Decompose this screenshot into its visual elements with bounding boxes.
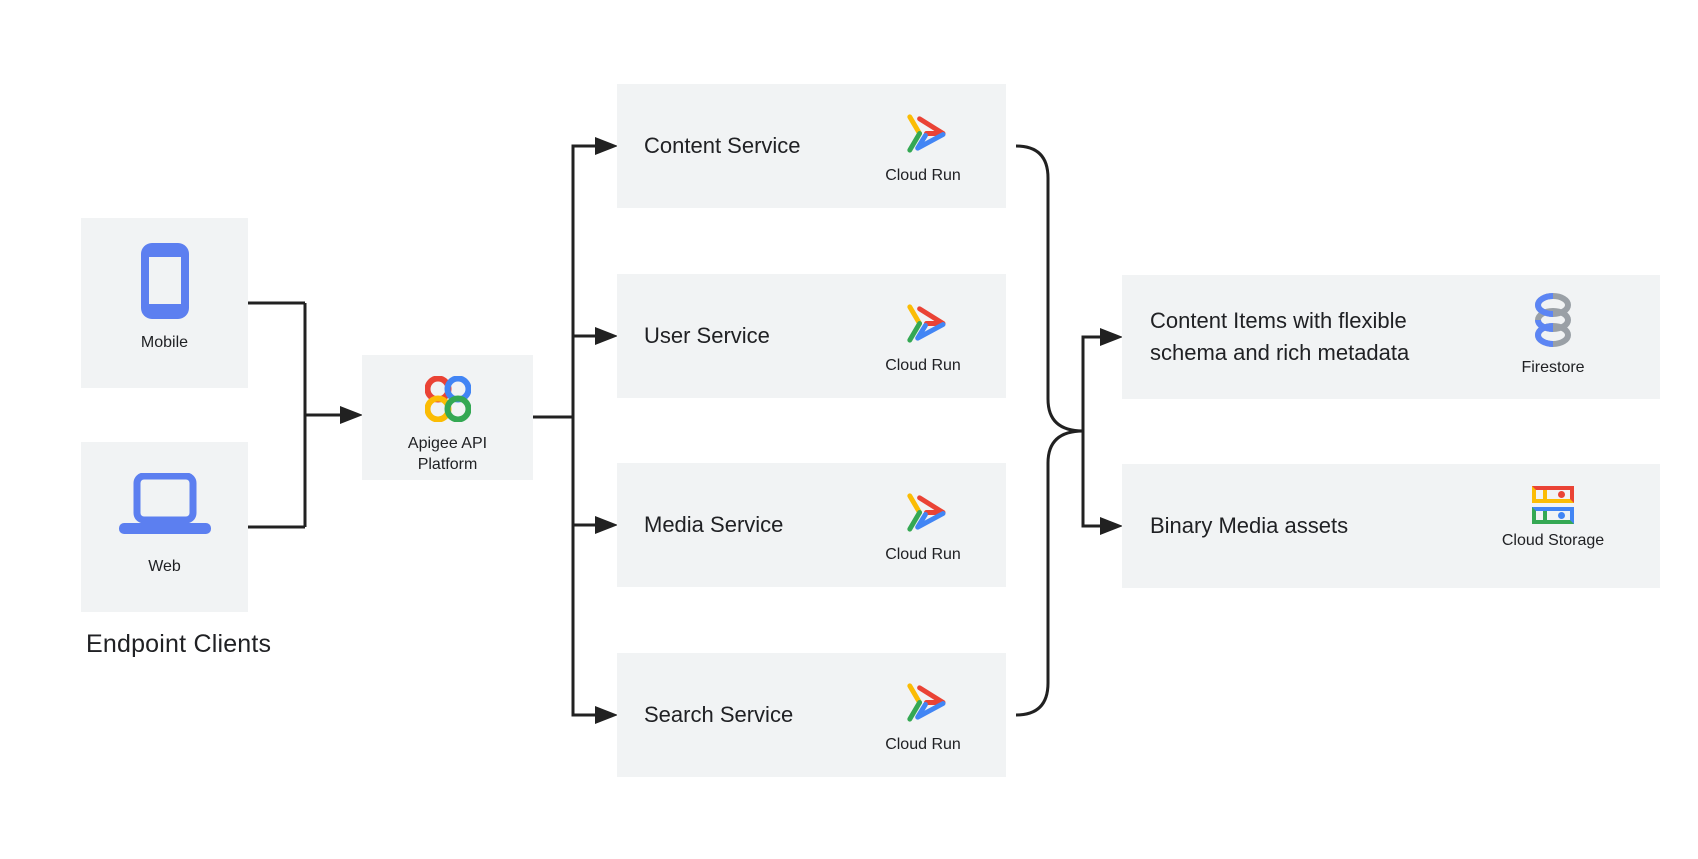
cloud-storage-box: Binary Media assets Cloud Storage (1122, 464, 1660, 588)
apigee-box: Apigee API Platform (362, 355, 533, 480)
cloud-run-label: Cloud Run (885, 167, 961, 184)
service-label: Media Service (644, 512, 784, 537)
datastore-bracket (1081, 335, 1101, 528)
service-label: Content Service (644, 133, 801, 158)
cloud-run-icon (900, 300, 947, 352)
brace-top (1015, 144, 1084, 433)
mobile-client-box: Mobile (81, 218, 248, 388)
content-service-box: Content Service Cloud Run (617, 84, 1006, 208)
arrowhead-search-service (595, 706, 618, 724)
arrowhead-firestore (1100, 328, 1123, 346)
mobile-phone-icon (140, 242, 189, 320)
web-client-box: Web (81, 442, 248, 612)
brace-bottom (1015, 429, 1084, 717)
cloud-run-label: Cloud Run (885, 357, 961, 374)
media-service-box: Media Service Cloud Run (617, 463, 1006, 587)
service-label: Search Service (644, 702, 794, 727)
firestore-box: Content Items with flexible schema and r… (1122, 275, 1660, 399)
web-label: Web (148, 558, 181, 575)
arrowhead-media-service (595, 516, 618, 534)
apigee-icon (424, 375, 471, 427)
arrowhead-cloud-storage (1100, 517, 1123, 535)
cloud-storage-icon (1532, 486, 1574, 524)
cloud-run-label: Cloud Run (885, 546, 961, 563)
user-service-box: User Service Cloud Run (617, 274, 1006, 398)
datastore-label: Binary Media assets (1150, 513, 1349, 538)
arrowhead-apigee (340, 406, 363, 424)
cloud-run-icon (900, 679, 947, 731)
datastore-label: Content Items with flexible schema and r… (1150, 308, 1410, 365)
cloud-run-icon (900, 489, 947, 541)
search-service-box: Search Service Cloud Run (617, 653, 1006, 777)
cloud-storage-label: Cloud Storage (1501, 532, 1605, 549)
apigee-label: Apigee API Platform (407, 435, 488, 473)
service-trunk (571, 144, 596, 717)
arrowhead-user-service (595, 327, 618, 345)
service-label: User Service (644, 323, 770, 348)
arrowhead-content-service (595, 137, 618, 155)
firestore-label: Firestore (1521, 359, 1585, 376)
endpoint-clients-caption: Endpoint Clients (86, 630, 272, 658)
cloud-run-label: Cloud Run (885, 736, 961, 753)
mobile-label: Mobile (140, 334, 189, 351)
laptop-icon (118, 466, 211, 544)
cloud-run-icon (900, 110, 947, 162)
firestore-icon (1530, 293, 1576, 354)
